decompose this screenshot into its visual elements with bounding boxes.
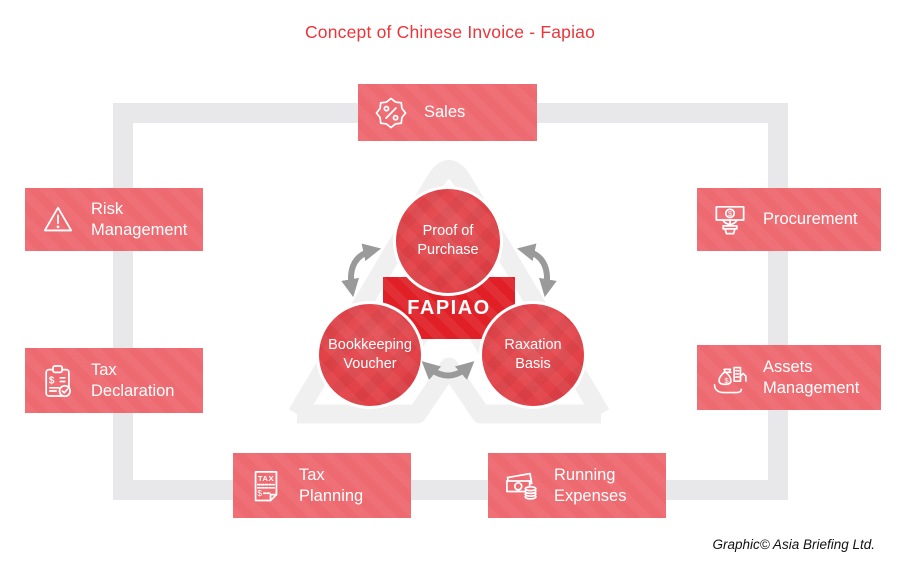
warning-triangle-icon [38,200,78,240]
tax-clipboard-icon: $ [38,361,78,401]
svg-text:$: $ [257,489,262,498]
circle-label-line: Bookkeeping [328,337,412,354]
svg-text:TAX: TAX [258,474,275,483]
procurement-box-label: Procurement [763,210,858,229]
circle-label-line: Purchase [417,242,479,258]
svg-text:$: $ [728,209,732,218]
money-plant-icon: $ [710,200,750,240]
circle-label-line: Voucher [343,356,397,372]
percent-seal-icon [371,93,411,133]
svg-text:$: $ [724,376,729,385]
circle-label-line: Proof of [422,223,474,240]
circle-label-line: Basis [515,356,551,372]
procurement-box: $ Procurement [697,188,881,251]
credit-text: Graphic© Asia Briefing Ltd. [712,537,875,552]
sales-box: Sales [358,84,537,141]
circle-proof-of-purchase: Proof of Purchase [393,186,503,296]
circle-label-line: Raxation [504,337,562,354]
sales-box-label: Sales [424,103,466,122]
tax-document-icon: TAX $ [246,466,286,506]
svg-text:$: $ [49,375,55,386]
page-title: Concept of Chinese Invoice - Fapiao [304,22,596,42]
cash-coins-icon [501,466,541,506]
hand-assets-icon: $ [710,358,750,398]
circle-bookkeeping-voucher: Bookkeeping Voucher [316,301,424,409]
circle-taxation-basis: Raxation Basis [479,301,587,409]
